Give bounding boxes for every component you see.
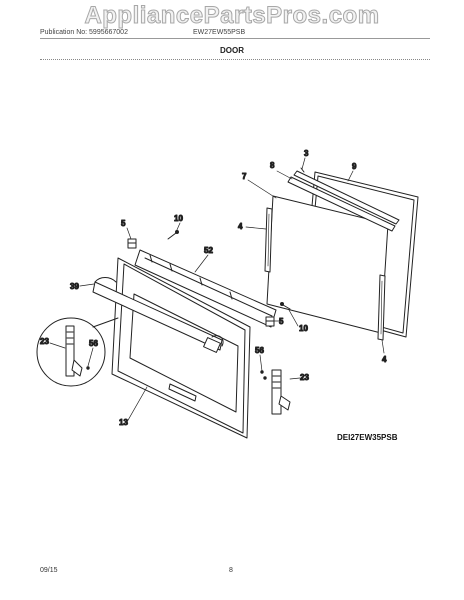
outer-door-panel	[111, 257, 251, 439]
callout-13: 13	[119, 418, 128, 427]
callout-23-inset: 23	[40, 337, 49, 346]
callout-8: 8	[270, 161, 275, 170]
callout-56-right: 56	[255, 346, 264, 355]
door-top-channel	[134, 249, 277, 328]
callout-3: 3	[304, 149, 309, 158]
callout-56-inset: 56	[89, 339, 98, 348]
screw-top	[167, 230, 179, 240]
page-number: 8	[229, 567, 233, 574]
footer-date: 09/15	[40, 567, 58, 574]
callout-52: 52	[204, 246, 213, 255]
hinge-detail-inset	[36, 317, 119, 387]
callout-10-top: 10	[174, 214, 183, 223]
callout-39: 39	[70, 282, 79, 291]
callout-5-right: 5	[279, 317, 284, 326]
callout-7: 7	[242, 172, 247, 181]
diagram-code: DEI27EW35PSB	[337, 433, 398, 442]
hinge-bracket-right	[265, 316, 275, 327]
watermark-logo: AppliancePartsPros.com	[84, 2, 380, 30]
publication-number: Publication No: 5995667002	[40, 29, 128, 36]
callout-23-right: 23	[300, 373, 309, 382]
door-handle	[92, 277, 224, 353]
callout-10-right: 10	[299, 324, 308, 333]
section-title: DOOR	[220, 46, 244, 55]
callout-leaders	[49, 157, 385, 423]
hinge-bracket-left	[127, 238, 137, 249]
screw-right	[280, 302, 291, 310]
title-rule	[40, 59, 430, 60]
header-rule	[40, 38, 430, 39]
glass-trim-right	[377, 274, 386, 341]
callout-4-left: 4	[238, 222, 243, 231]
glass-channel-strip	[287, 167, 400, 232]
model-number: EW27EW55PSB	[193, 29, 246, 36]
door-hinge-right	[260, 369, 291, 415]
callout-9: 9	[352, 162, 357, 171]
callout-4-right: 4	[382, 355, 387, 364]
glass-trim-left	[264, 207, 273, 273]
callout-5-left: 5	[121, 219, 126, 228]
